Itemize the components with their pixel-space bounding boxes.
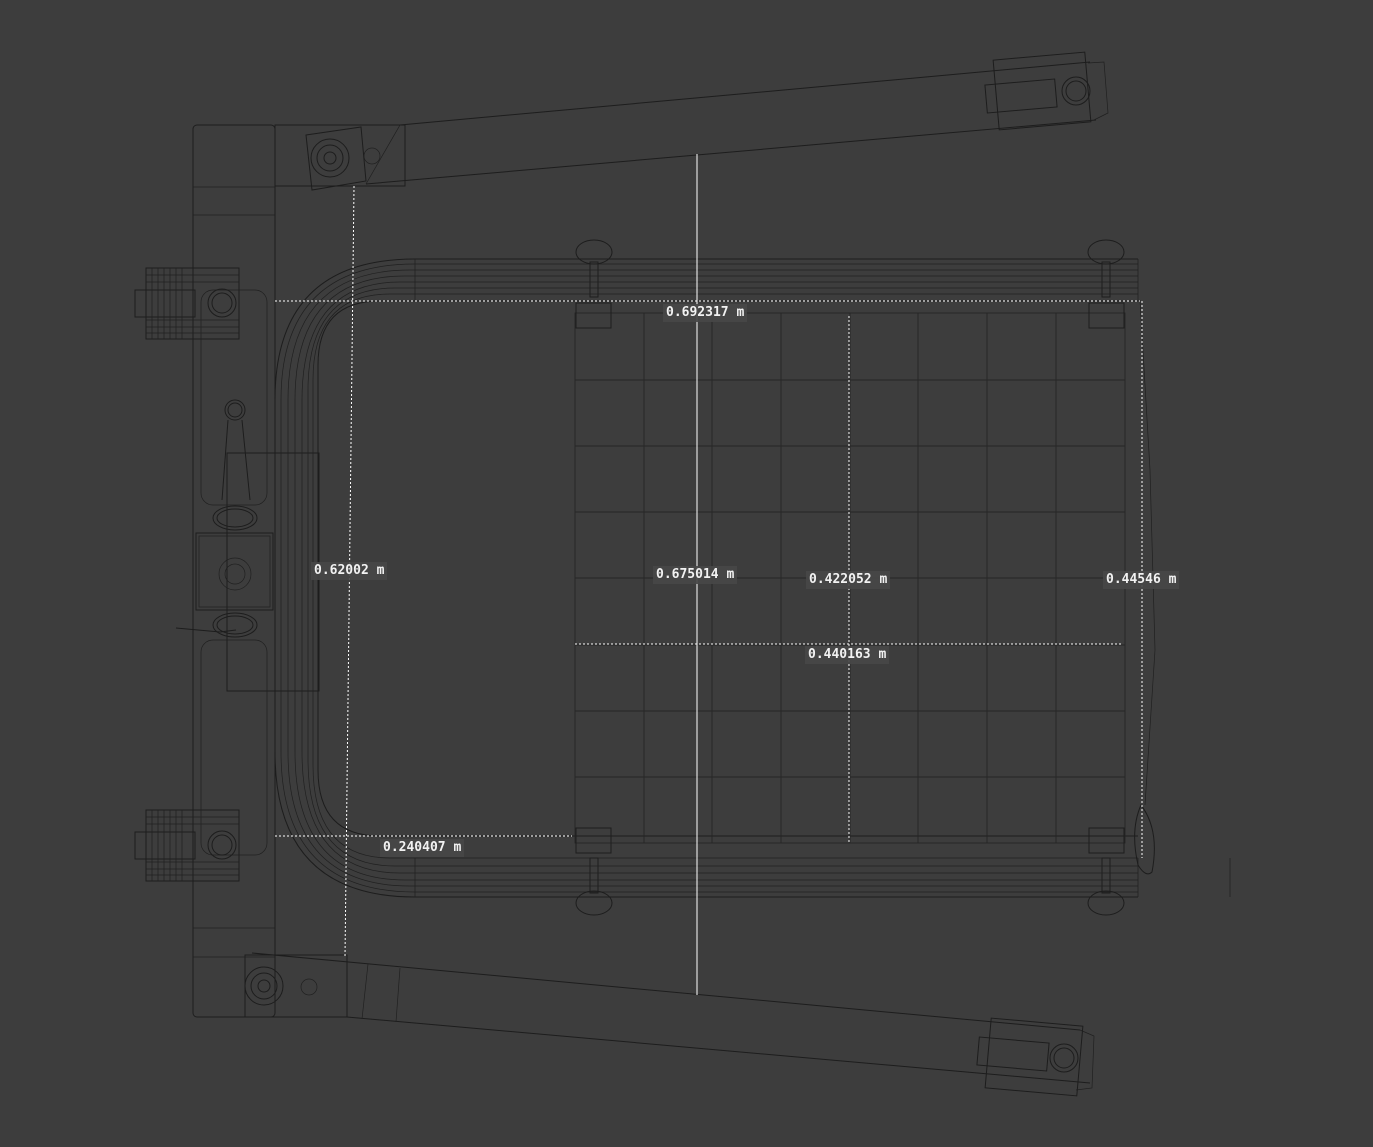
measure-bottom-offset: 0.240407 m (380, 839, 465, 857)
measure-inner-height: 0.422052 m (806, 571, 891, 589)
tube-frame (274, 258, 1139, 898)
rear-frame (175, 124, 320, 1018)
measure-center-height: 0.675014 m (653, 566, 738, 584)
front-leg-top (274, 51, 1109, 191)
front-leg-bottom (244, 952, 1095, 1097)
measure-right-height: 0.44546 m (1103, 571, 1180, 589)
rear-caster-top (134, 267, 240, 340)
clamps (575, 239, 1231, 916)
measure-inner-width: 0.440163 m (805, 646, 890, 664)
measure-top-width: 0.692317 m (663, 304, 748, 322)
measure-left-height: 0.62002 m (311, 562, 388, 580)
rear-caster-bottom (134, 809, 240, 882)
